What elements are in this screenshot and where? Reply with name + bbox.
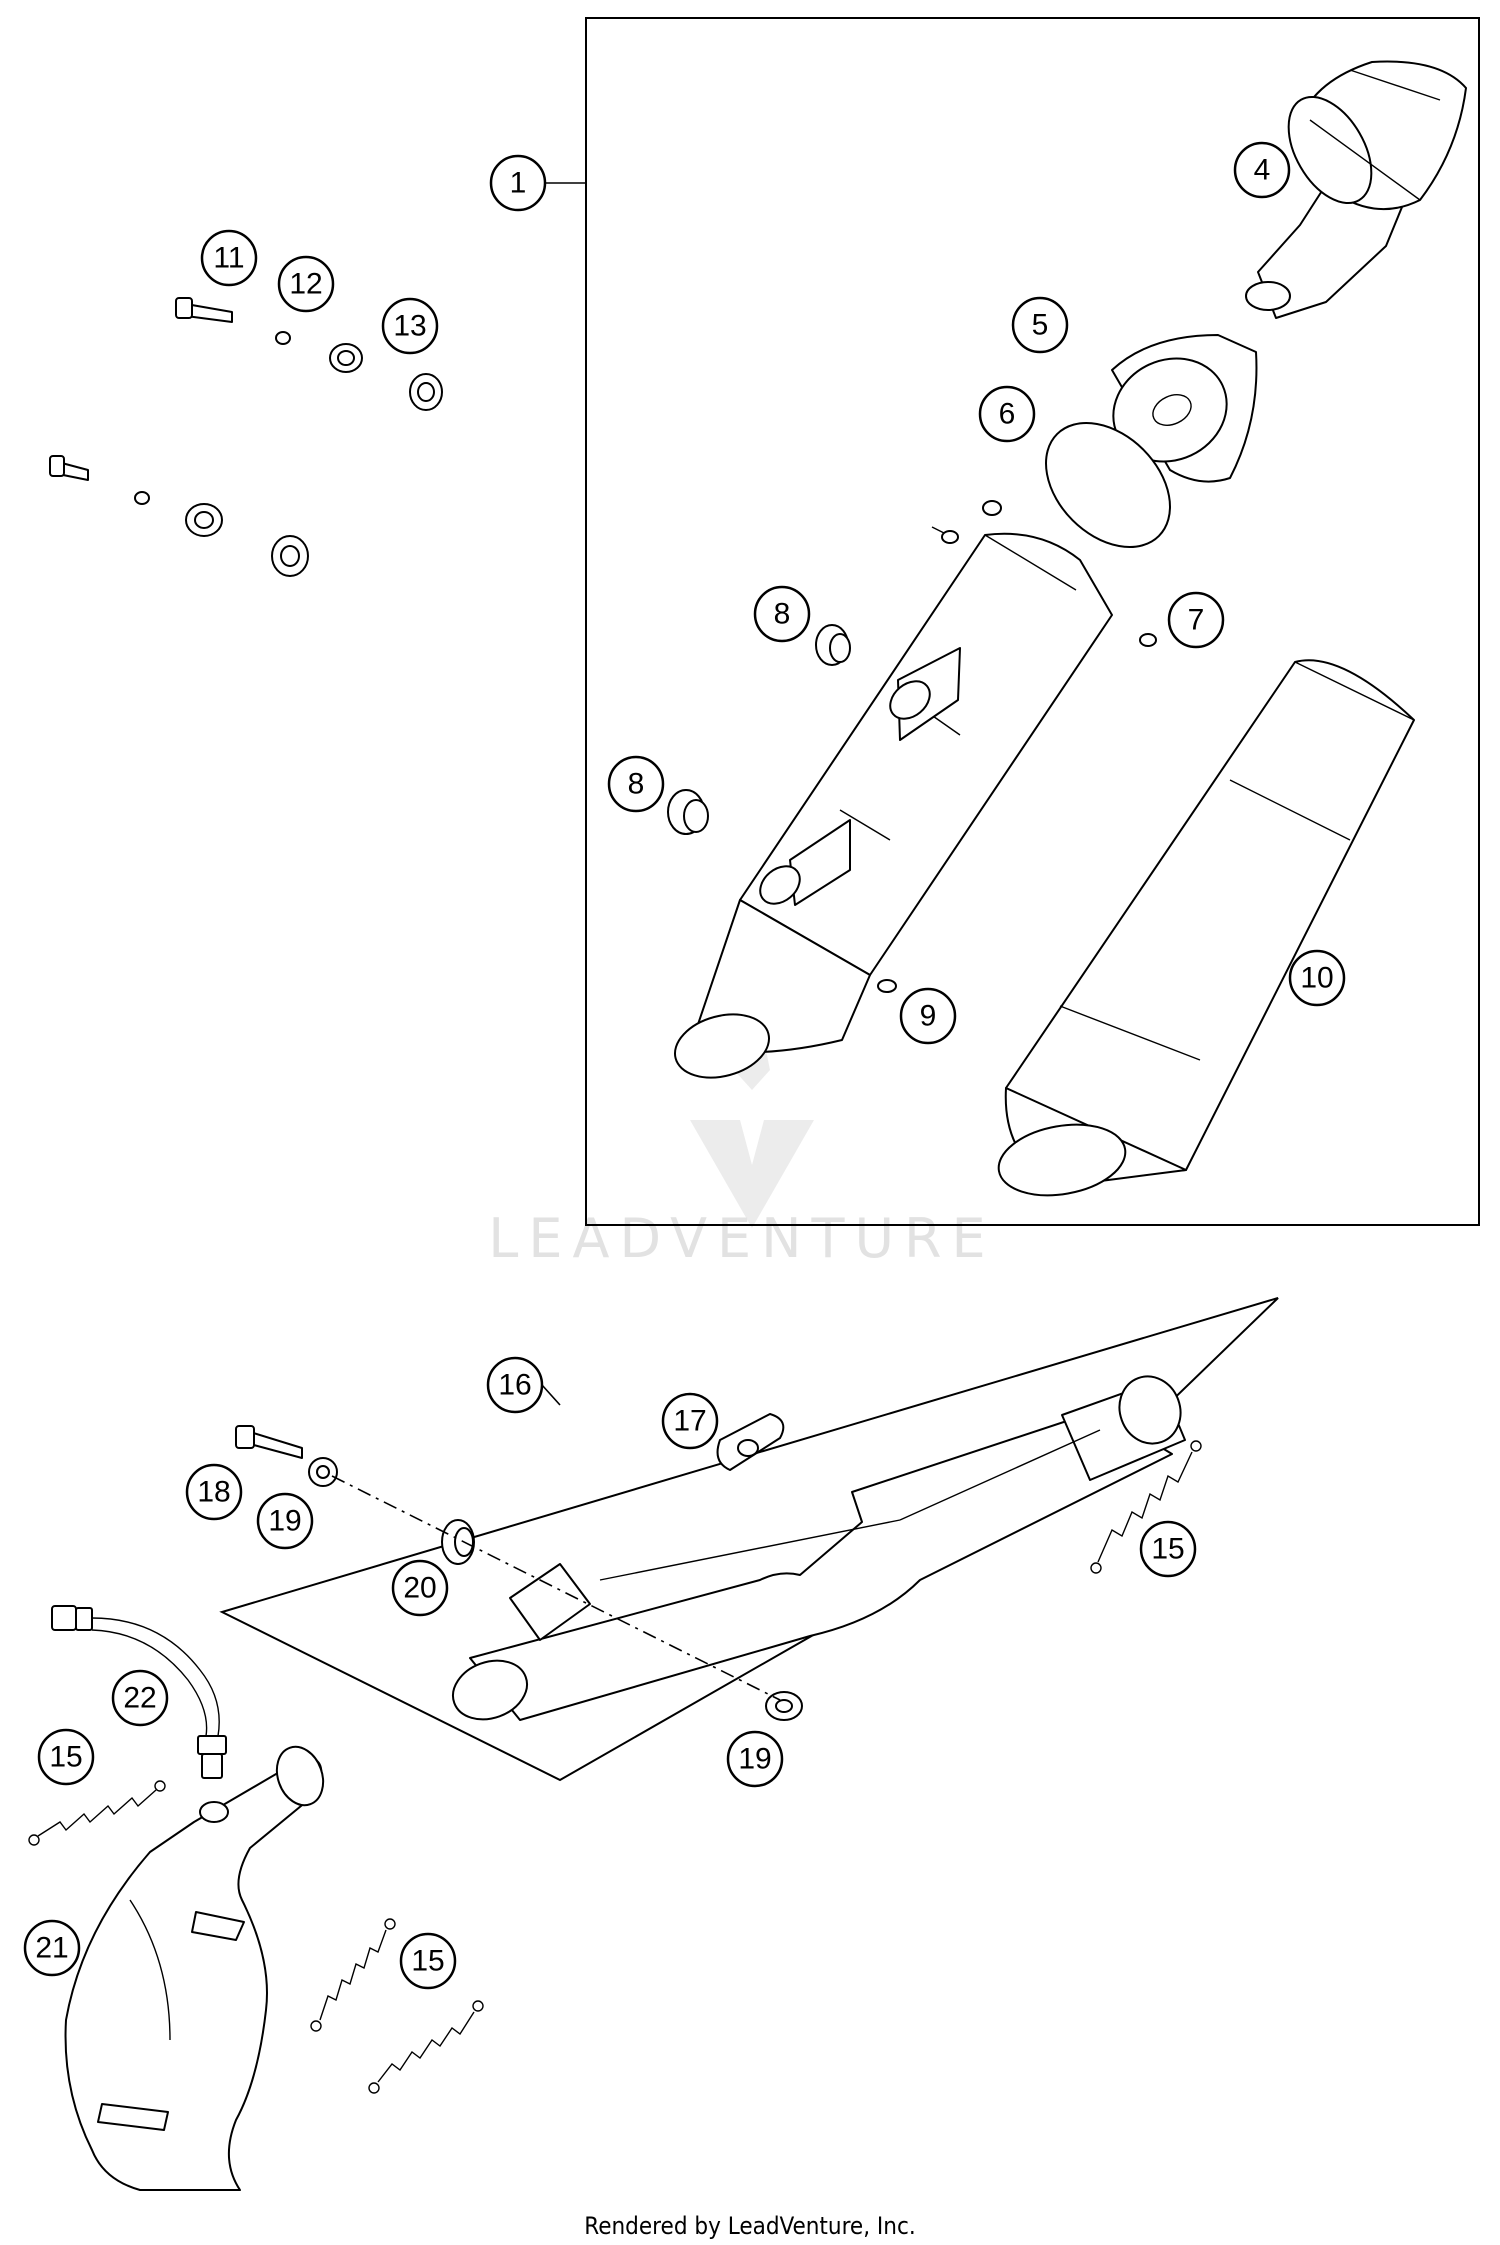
muffler-body-part <box>673 532 1113 1079</box>
svg-text:12: 12 <box>289 268 322 301</box>
bolt-part-upper <box>175 297 233 323</box>
callout-1: 1 <box>489 154 547 212</box>
screw-part-top <box>982 500 1002 516</box>
screw-part-top-left <box>931 526 959 544</box>
washer-part-19-lower <box>765 1691 803 1721</box>
grommet-upper <box>815 624 851 666</box>
assembly-axis-line <box>331 1475 781 1701</box>
spring-part-lower-b <box>368 2000 484 2094</box>
callout-19-lower: 19 <box>726 1730 784 1788</box>
svg-text:6: 6 <box>999 398 1016 431</box>
screw-part-7 <box>1139 633 1157 647</box>
svg-text:13: 13 <box>393 310 426 343</box>
grommet-lower <box>667 789 709 835</box>
grommet-part-20 <box>441 1519 475 1565</box>
bolt-part-lower <box>49 455 89 481</box>
svg-text:19: 19 <box>738 1743 771 1776</box>
svg-text:5: 5 <box>1032 309 1049 342</box>
footer-credit: Rendered by LeadVenture, Inc. <box>584 2212 916 2240</box>
svg-text:1: 1 <box>510 167 527 200</box>
callout-7: 7 <box>1167 591 1225 649</box>
svg-text:7: 7 <box>1188 604 1205 637</box>
leader-line-16b <box>541 1384 561 1406</box>
grommet-part-upper <box>409 373 443 411</box>
watermark-logo-mark <box>690 985 814 1228</box>
callout-6: 6 <box>978 385 1036 443</box>
svg-text:16: 16 <box>498 1369 531 1402</box>
svg-text:4: 4 <box>1254 154 1271 187</box>
callout-12: 12 <box>277 255 335 313</box>
svg-text:21: 21 <box>35 1932 68 1965</box>
callout-8-lower: 8 <box>607 755 665 813</box>
callout-4: 4 <box>1233 141 1291 199</box>
svg-text:20: 20 <box>403 1572 436 1605</box>
svg-text:15: 15 <box>411 1945 444 1978</box>
muffler-cover-part <box>997 659 1415 1197</box>
bolt-part-18 <box>235 1425 303 1459</box>
callout-11: 11 <box>200 229 258 287</box>
svg-text:15: 15 <box>49 1741 82 1774</box>
bushing-part-upper <box>329 343 363 373</box>
clamp-part <box>716 1413 785 1471</box>
svg-text:18: 18 <box>197 1476 230 1509</box>
header-pipe-part <box>64 1745 325 2191</box>
svg-text:15: 15 <box>1151 1533 1184 1566</box>
leadventure-watermark: LEADVENTURE <box>488 985 995 1270</box>
svg-text:17: 17 <box>673 1405 706 1438</box>
svg-text:11: 11 <box>213 242 244 275</box>
callout-5: 5 <box>1011 296 1069 354</box>
grommet-part-lower <box>271 535 309 577</box>
washer-part-lower <box>134 491 150 505</box>
svg-text:9: 9 <box>920 1000 937 1033</box>
callout-18: 18 <box>185 1463 243 1521</box>
bushing-part-lower <box>185 503 223 537</box>
manifold-pipe-part <box>452 1375 1186 1721</box>
callout-15-left: 15 <box>37 1728 95 1786</box>
callout-15-lower: 15 <box>399 1932 457 1990</box>
callout-19-upper: 19 <box>256 1492 314 1550</box>
callout-10: 10 <box>1288 949 1346 1007</box>
callout-8-upper: 8 <box>753 585 811 643</box>
gasket-ring-part <box>1045 422 1171 548</box>
callout-22: 22 <box>111 1669 169 1727</box>
callout-20: 20 <box>391 1559 449 1617</box>
screw-part-9 <box>877 979 897 993</box>
washer-part-upper <box>275 331 291 345</box>
svg-text:8: 8 <box>774 598 791 631</box>
callout-17: 17 <box>661 1392 719 1450</box>
svg-text:22: 22 <box>123 1682 156 1715</box>
callout-16: 16 <box>486 1356 544 1414</box>
callout-21: 21 <box>23 1919 81 1977</box>
washer-part-19-upper <box>308 1457 338 1487</box>
callout-9: 9 <box>899 987 957 1045</box>
spring-part-lower-a <box>310 1918 396 2032</box>
end-cap-part <box>1245 60 1467 319</box>
svg-text:10: 10 <box>1300 962 1333 995</box>
svg-text:19: 19 <box>268 1505 301 1538</box>
svg-text:8: 8 <box>628 768 645 801</box>
spring-part-left <box>28 1780 166 1846</box>
manifold-frame <box>219 1297 1279 1782</box>
watermark-text: LEADVENTURE <box>488 1207 995 1270</box>
callout-15-right: 15 <box>1139 1520 1197 1578</box>
spring-part-right <box>1090 1440 1202 1574</box>
oxygen-sensor-part <box>51 1605 227 1779</box>
muffler-assembly-frame <box>585 17 1480 1226</box>
callout-13: 13 <box>381 297 439 355</box>
